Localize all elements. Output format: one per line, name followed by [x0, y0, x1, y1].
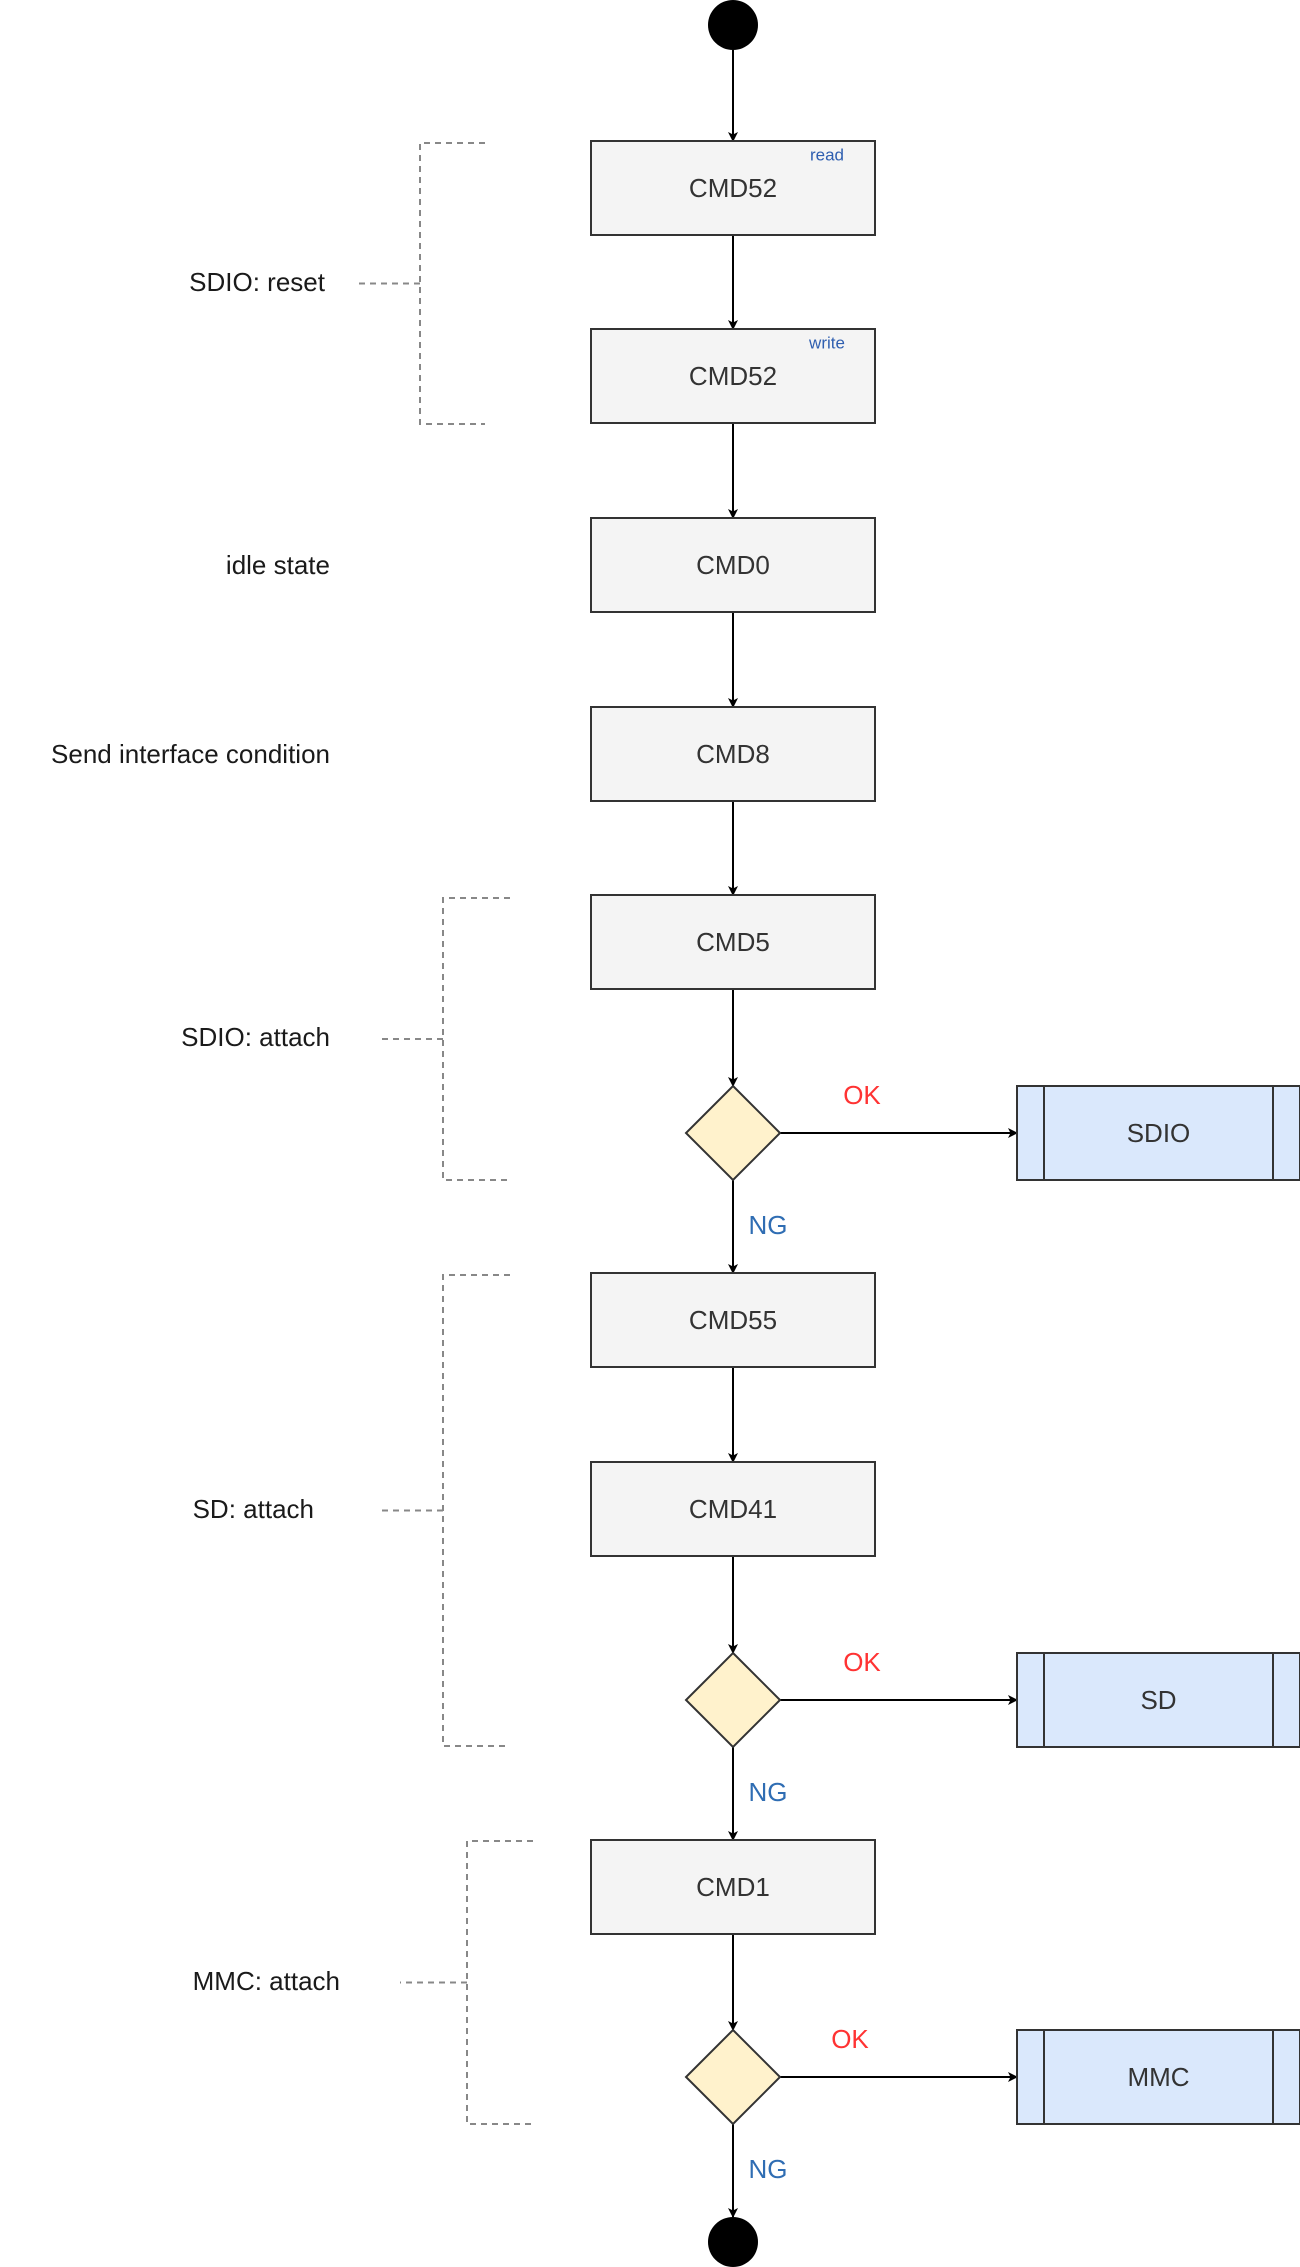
end-node	[708, 2217, 758, 2267]
process-cmd1: CMD1	[590, 1839, 876, 1935]
subprocess-box	[1016, 1085, 1300, 1181]
ok-label: OK	[843, 1080, 881, 1110]
process-label: CMD55	[689, 1305, 777, 1335]
ng-label: NG	[749, 1210, 788, 1240]
process-label: CMD41	[689, 1494, 777, 1524]
annotation-brackets	[355, 142, 533, 2125]
subprocess-label: SDIO	[1127, 1118, 1191, 1148]
process-label: CMD0	[696, 550, 770, 580]
process-cmd55: CMD55	[590, 1272, 876, 1368]
annotation-mmc-attach: MMC: attach	[193, 1966, 340, 1996]
ng-label: NG	[749, 2154, 788, 2184]
bracket-mmc-attach	[400, 1840, 533, 2125]
decision-sdio	[684, 1084, 782, 1182]
decision-mmc	[684, 2028, 782, 2126]
process-box	[590, 1272, 876, 1368]
subprocess-label: SD	[1140, 1685, 1176, 1715]
process-box	[590, 328, 876, 424]
process-box	[590, 1839, 876, 1935]
annotation-sd-attach: SD: attach	[193, 1494, 314, 1524]
ok-label: OK	[843, 1647, 881, 1677]
annotation-send-interface-condition: Send interface condition	[51, 739, 330, 769]
process-cmd52-read: CMD52 read	[590, 140, 876, 236]
decision-diamond	[684, 1084, 782, 1182]
decision-sd	[684, 1651, 782, 1749]
process-box	[590, 1461, 876, 1557]
process-cmd41: CMD41	[590, 1461, 876, 1557]
decision-diamond	[684, 2028, 782, 2126]
process-label: CMD1	[696, 1872, 770, 1902]
process-label: CMD5	[696, 927, 770, 957]
bracket-sdio-reset	[355, 142, 485, 425]
decision-diamond	[684, 1651, 782, 1749]
bracket-sd-attach	[377, 1274, 510, 1747]
process-cmd0: CMD0	[590, 517, 876, 613]
process-cmd52-write: CMD52 write	[590, 328, 876, 424]
subprocess-box	[1016, 1652, 1300, 1748]
process-tag: read	[810, 146, 844, 165]
process-cmd5: CMD5	[590, 894, 876, 990]
start-node	[708, 0, 758, 50]
annotation-sdio-reset: SDIO: reset	[189, 267, 326, 297]
process-box	[590, 517, 876, 613]
subprocess-label: MMC	[1127, 2062, 1189, 2092]
annotation-idle-state: idle state	[226, 550, 330, 580]
subprocess-sd: SD	[1016, 1652, 1300, 1748]
process-label: CMD52	[689, 361, 777, 391]
process-box	[590, 140, 876, 236]
process-label: CMD52	[689, 173, 777, 203]
process-box	[590, 706, 876, 802]
subprocess-box	[1016, 2029, 1300, 2125]
annotation-sdio-attach: SDIO: attach	[181, 1022, 330, 1052]
subprocess-mmc: MMC	[1016, 2029, 1300, 2125]
process-box	[590, 894, 876, 990]
connectors	[728, 50, 1018, 2218]
process-tag: write	[808, 334, 845, 353]
process-cmd8: CMD8	[590, 706, 876, 802]
process-label: CMD8	[696, 739, 770, 769]
subprocess-sdio: SDIO	[1016, 1085, 1300, 1181]
bracket-sdio-attach	[377, 897, 510, 1181]
ok-label: OK	[831, 2024, 869, 2054]
ng-label: NG	[749, 1777, 788, 1807]
